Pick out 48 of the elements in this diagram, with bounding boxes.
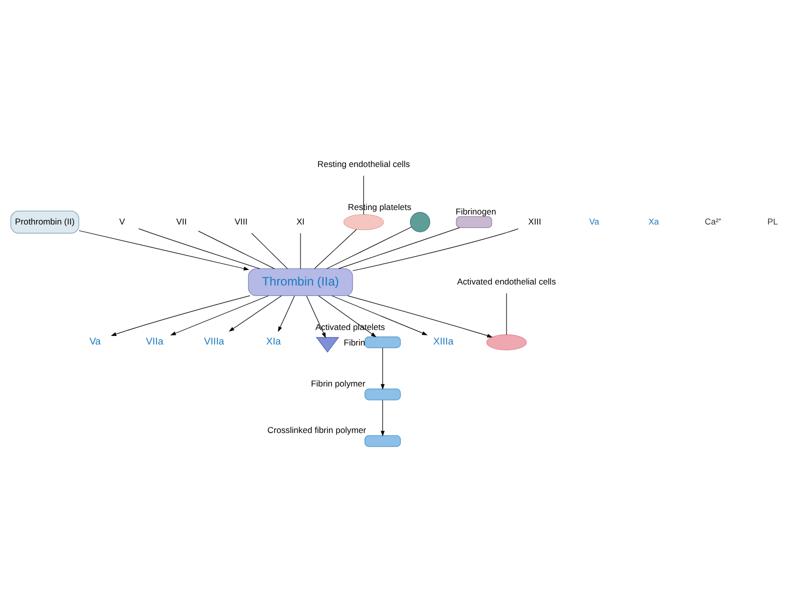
node-bar (364, 388, 401, 400)
connector (352, 228, 518, 272)
node-text: Activated endothelial cells (457, 276, 556, 286)
connector (338, 227, 460, 269)
node-text: Va (89, 336, 101, 348)
node-text: VII (176, 216, 187, 226)
arrow (228, 295, 282, 332)
node-triangle (316, 337, 340, 353)
connector (506, 293, 507, 335)
node-text: XIII (528, 216, 542, 226)
arrow (110, 295, 250, 336)
label: Va (589, 216, 600, 226)
node-label: Fibrin (344, 337, 366, 348)
label: PL (767, 216, 778, 226)
node-label: Crosslinked fibrin polymer (267, 425, 366, 436)
node-label: Fibrinogen (456, 206, 496, 216)
connector (314, 229, 357, 269)
connector (300, 232, 301, 270)
node-bar (456, 216, 492, 228)
arrow (380, 400, 385, 436)
label: Xa (648, 216, 659, 226)
connector (198, 230, 275, 269)
arrow (170, 295, 269, 336)
node-text: V (119, 216, 125, 226)
node-text: XIa (266, 336, 281, 348)
node-circle (410, 212, 430, 232)
arrow (78, 230, 250, 270)
label: Ca²⁺ (704, 216, 722, 226)
node-bar (364, 336, 401, 348)
arrow (306, 296, 326, 338)
node-box: Thrombin (IIa) (248, 268, 353, 296)
node-label: Fibrin polymer (311, 378, 366, 389)
connector (251, 232, 288, 270)
arrow (380, 348, 385, 390)
node-text: VIIIa (204, 336, 224, 348)
node-text: XIIIa (433, 336, 454, 348)
node-box: Prothrombin (II) (10, 210, 80, 234)
connector (326, 226, 412, 269)
connector (363, 175, 364, 215)
node-text: XI (296, 216, 305, 226)
node-bar (364, 435, 401, 447)
node-ellipse (343, 214, 384, 230)
arrow (347, 295, 493, 338)
node-text: VIIa (146, 336, 164, 348)
node-text: Resting endothelial cells (317, 158, 410, 169)
arrow (278, 296, 295, 332)
node-text: VIII (234, 216, 248, 226)
connector (138, 228, 260, 269)
